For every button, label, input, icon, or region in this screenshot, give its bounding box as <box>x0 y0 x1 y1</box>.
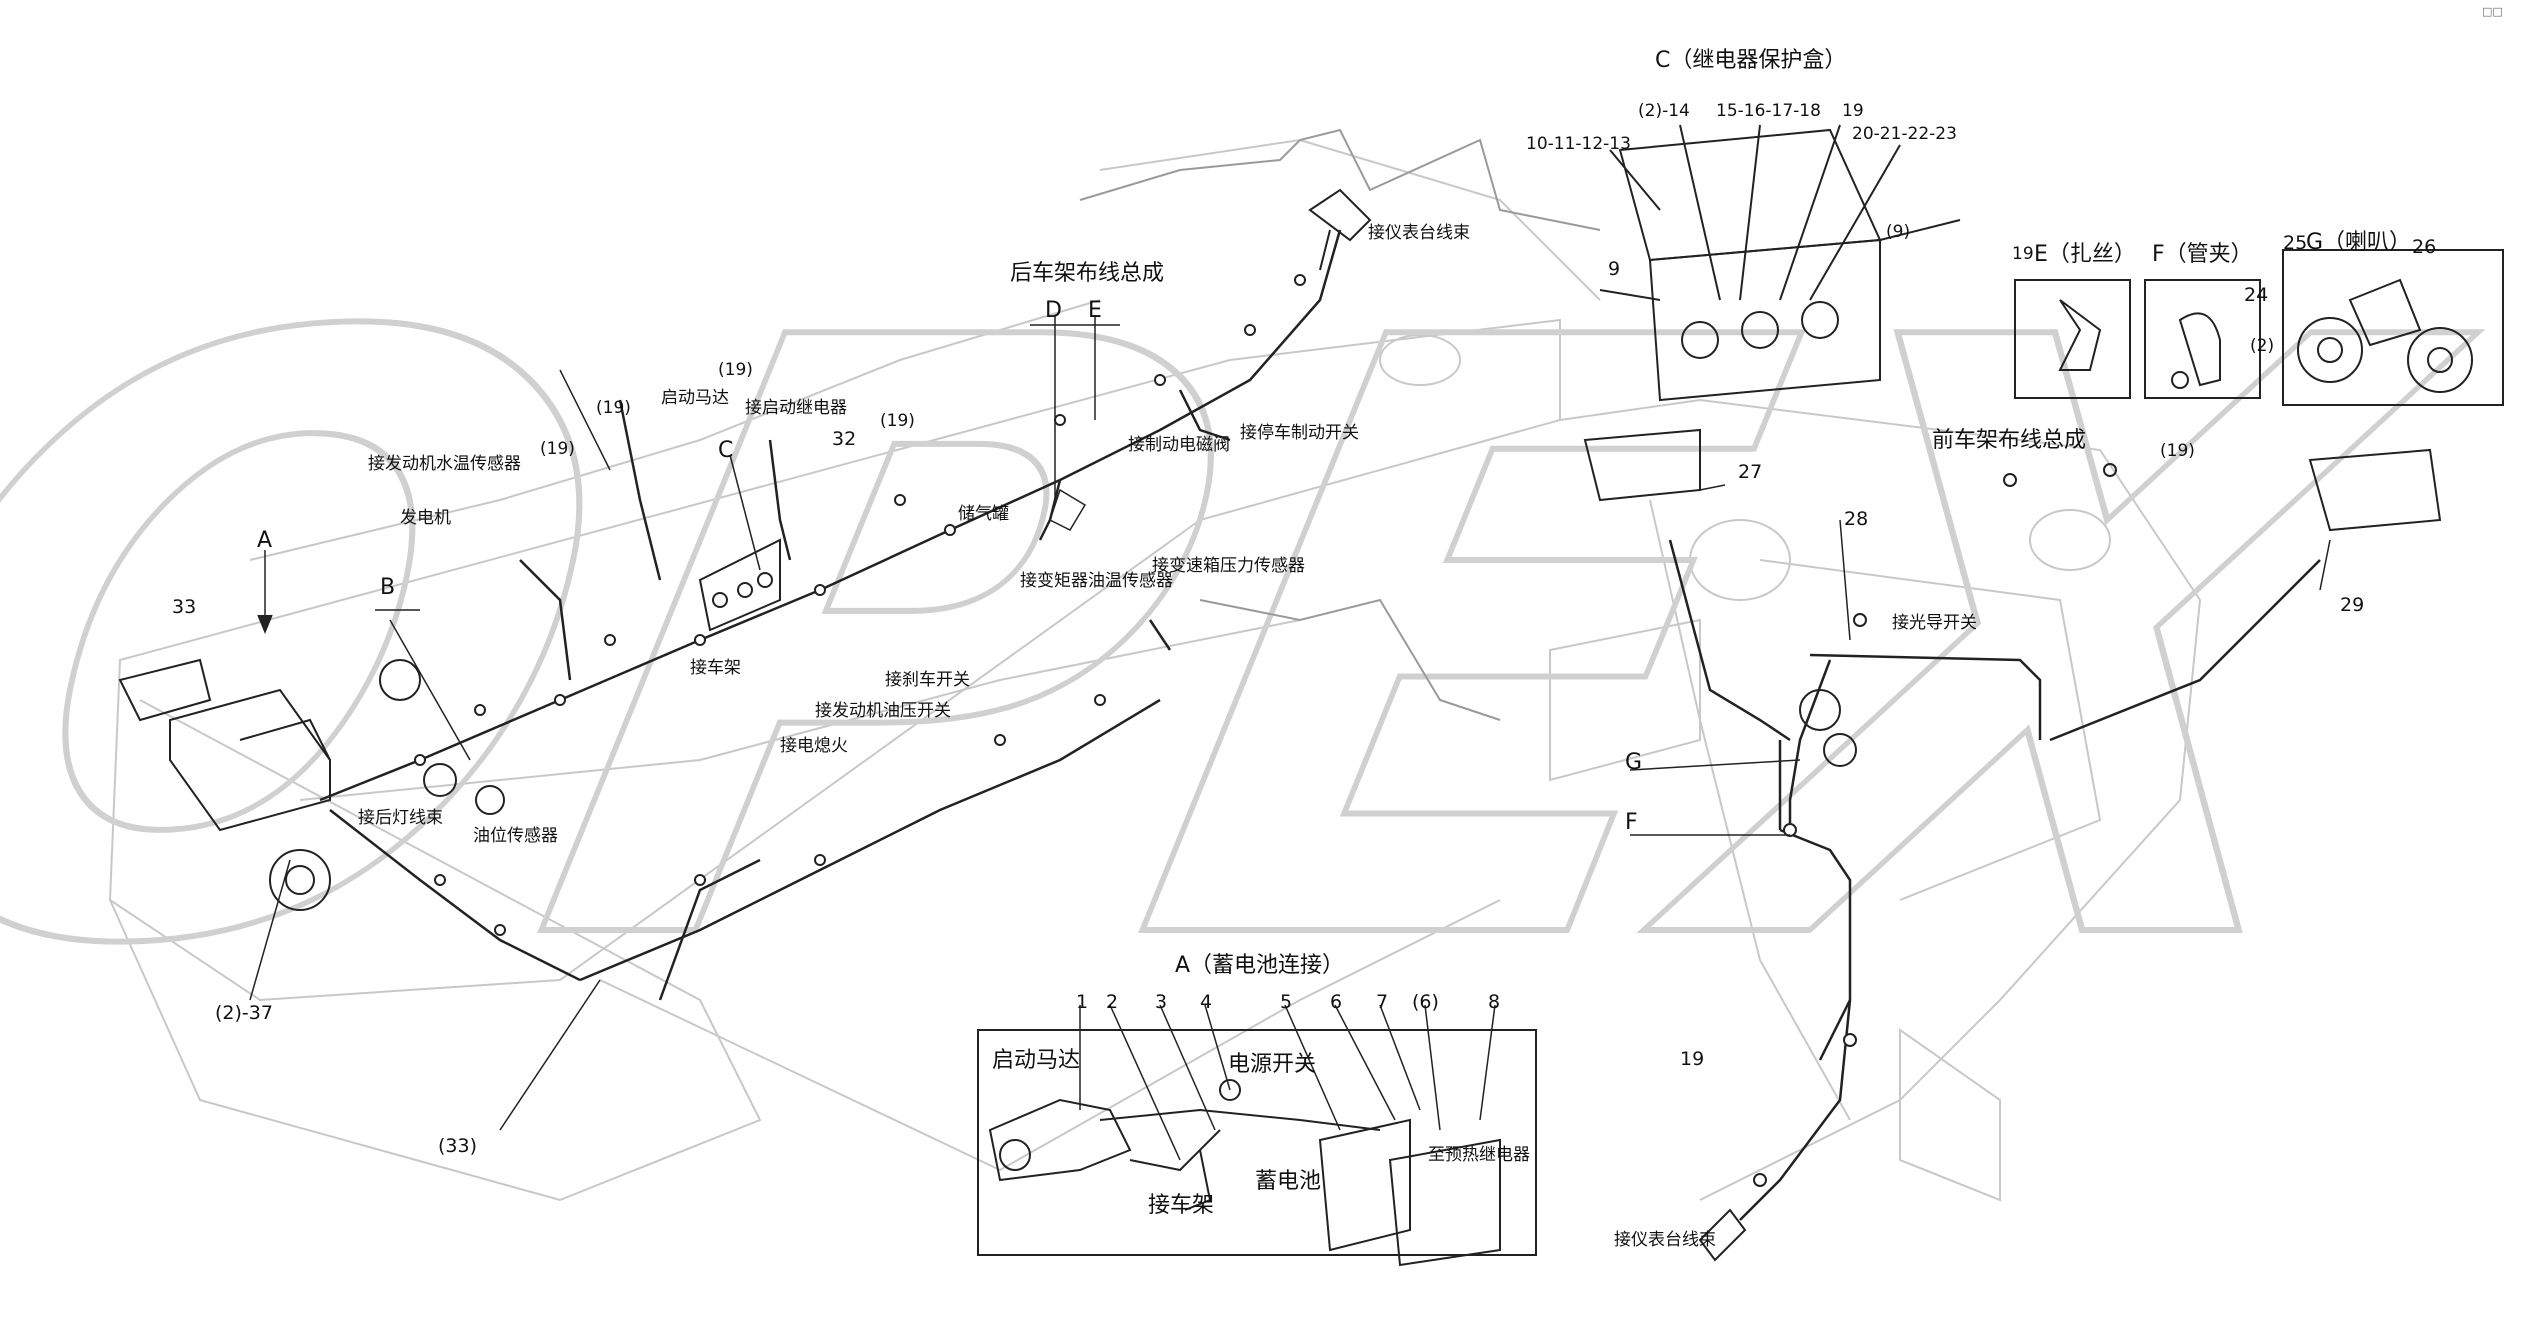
label-a-2: 2 <box>1106 991 1119 1013</box>
relay-box-detail <box>1599 124 1961 402</box>
label-c-main: C <box>718 438 734 463</box>
label-brake-valve: 接制动电磁阀 <box>1128 435 1230 455</box>
label-19-a: (19) <box>540 439 575 459</box>
label-start-relay: 接启动继电器 <box>745 398 847 418</box>
label-brake-switch: 接刹车开关 <box>885 670 970 690</box>
battery-connection-title: A（蓄电池连接） <box>1175 953 1345 978</box>
label-trans-pressure: 接变速箱压力传感器 <box>1152 556 1305 576</box>
label-e-19: 19 <box>2012 244 2034 264</box>
label-19-front: (19) <box>2160 441 2195 461</box>
corner-mark: □□ <box>2482 5 2503 18</box>
top-connector <box>1308 188 1372 271</box>
label-a-power-switch: 电源开关 <box>1228 1052 1317 1077</box>
detail-parts <box>2058 278 2473 393</box>
label-oil-sensor: 油位传感器 <box>473 826 558 846</box>
label-e-main: E <box>1088 298 1102 323</box>
label-c-9b: (9) <box>1886 222 1911 242</box>
label-park-brake: 接停车制动开关 <box>1240 423 1359 443</box>
detail-f-title: F（管夹） <box>2152 242 2253 267</box>
front-harness <box>1668 539 2321 1221</box>
label-rear-lamp: 接后灯线束 <box>358 808 443 828</box>
label-g-25: 25 <box>2283 232 2308 254</box>
label-a-preheat: 至预热继电器 <box>1428 1145 1530 1165</box>
label-2-37: (2)-37 <box>215 1002 273 1024</box>
label-33: 33 <box>172 596 197 618</box>
label-a-3: 3 <box>1155 991 1168 1013</box>
label-a-7: 7 <box>1376 991 1389 1013</box>
label-19-b: (19) <box>596 398 631 418</box>
watermark-text: OPEX <box>0 169 2513 1124</box>
label-a-1: 1 <box>1076 991 1089 1013</box>
label-a-battery: 蓄电池 <box>1255 1169 1322 1194</box>
label-c-9: 9 <box>1608 258 1621 280</box>
label-19-d: (19) <box>880 411 915 431</box>
label-chassis: 接车架 <box>690 658 741 678</box>
machine-outline <box>108 138 2202 1202</box>
label-f-2: (2) <box>2250 336 2275 356</box>
label-a-4: 4 <box>1200 991 1213 1013</box>
label-a-5: 5 <box>1280 991 1293 1013</box>
label-a-start-motor: 启动马达 <box>992 1048 1081 1073</box>
label-start-motor: 启动马达 <box>661 388 729 408</box>
label-19-c: (19) <box>718 360 753 380</box>
relay-box-title: C（继电器保护盒） <box>1655 48 1847 73</box>
detail-box-g <box>2282 249 2504 406</box>
frame-rails <box>1079 128 1601 721</box>
detail-e-title: E（扎丝） <box>2034 242 2136 267</box>
label-33-b: (33) <box>438 1135 478 1157</box>
label-a-6b: (6) <box>1412 991 1439 1013</box>
label-32: 32 <box>832 428 857 450</box>
label-air-tank: 储气罐 <box>958 504 1009 524</box>
label-dash-harness-top: 接仪表台线束 <box>1368 223 1470 243</box>
label-a-8: 8 <box>1488 991 1501 1013</box>
label-a-chassis: 接车架 <box>1148 1193 1215 1218</box>
label-ground-fire: 接电熄火 <box>780 736 848 756</box>
battery-leaders <box>1079 1004 1496 1161</box>
label-converter-oil-temp: 接变矩器油温传感器 <box>1020 571 1173 591</box>
label-g-main: G <box>1625 750 1643 775</box>
label-c-19: 19 <box>1842 101 1864 121</box>
label-generator: 发电机 <box>400 508 451 528</box>
pointers-rear <box>249 315 1120 1131</box>
label-a-6: 6 <box>1330 991 1343 1013</box>
label-c-10-13: 10-11-12-13 <box>1526 134 1631 154</box>
label-a-main: A <box>257 528 273 553</box>
label-g-26: 26 <box>2412 236 2437 258</box>
rear-harness-title: 后车架布线总成 <box>1010 261 1165 286</box>
label-oil-press: 接发动机油压开关 <box>815 701 951 721</box>
front-harness-title: 前车架布线总成 <box>1932 428 2087 453</box>
label-c-15-18: 15-16-17-18 <box>1716 101 1821 121</box>
detail-box-a <box>977 1029 1537 1256</box>
label-c-20-23: 20-21-22-23 <box>1852 124 1957 144</box>
label-c-2-14: (2)-14 <box>1638 101 1690 121</box>
label-d-main: D <box>1045 298 1062 323</box>
label-dash-harness-bottom: 接仪表台线束 <box>1614 1230 1716 1250</box>
label-27: 27 <box>1738 461 1763 483</box>
detail-box-f <box>2144 279 2261 399</box>
label-f-main: F <box>1625 810 1638 835</box>
label-water-temp: 接发动机水温传感器 <box>368 454 521 474</box>
label-light-switch: 接光导开关 <box>1892 613 1977 633</box>
front-parts <box>1583 428 2442 1262</box>
pointers-front <box>1629 484 2331 836</box>
detail-box-e <box>2014 279 2131 399</box>
batteries-left <box>118 658 505 911</box>
label-28: 28 <box>1844 508 1869 530</box>
label-b-main: B <box>380 575 396 600</box>
label-19-bottom: 19 <box>1680 1048 1705 1070</box>
label-f-24: 24 <box>2244 284 2269 306</box>
relay-box-main <box>698 538 781 632</box>
detail-g-title: G（喇叭） <box>2306 230 2412 255</box>
label-29: 29 <box>2340 594 2365 616</box>
battery-connection <box>988 1079 1501 1267</box>
harness-clips <box>414 274 1306 936</box>
